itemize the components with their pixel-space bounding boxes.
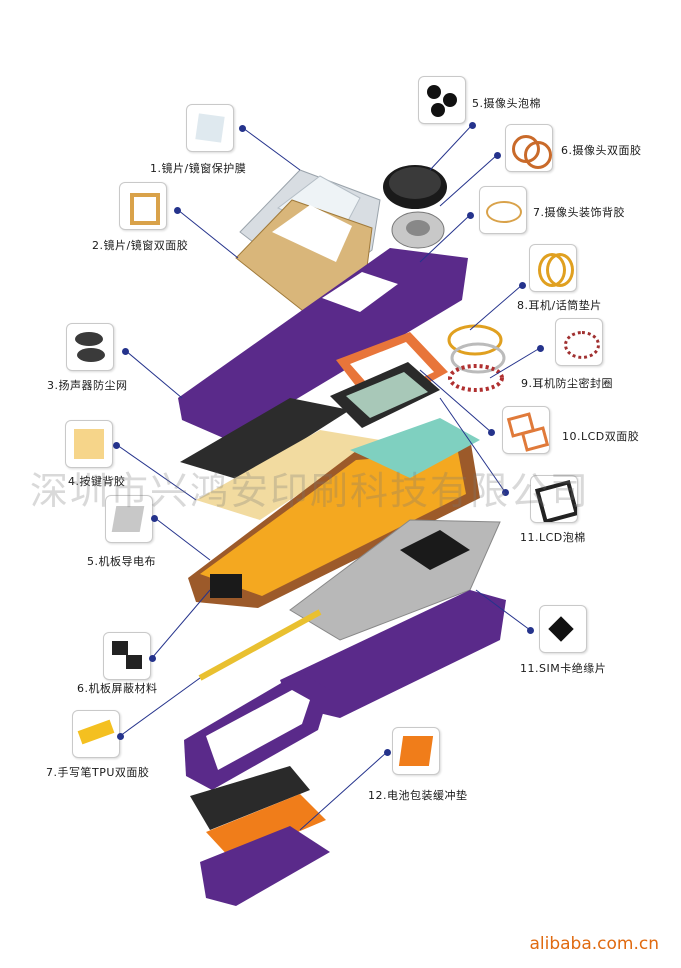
- label-shield-material: 6.机板屏蔽材料: [77, 680, 158, 696]
- connector-dot: [113, 442, 120, 449]
- lens-film-thumb: [186, 104, 234, 152]
- label-camera-foam: 5.摄像头泡棉: [472, 95, 541, 111]
- label-camera-decor: 7.摄像头装饰背胶: [533, 204, 625, 220]
- connector-dot: [494, 152, 501, 159]
- watermark-text: 深圳市兴鸿安印刷科技有限公司: [30, 460, 590, 515]
- lcd-adhesive-thumb: [502, 406, 550, 454]
- camera-foam-thumb: [418, 76, 466, 124]
- stylus-tpu-thumb: [72, 710, 120, 758]
- connector-dot: [151, 515, 158, 522]
- connector-dot: [384, 749, 391, 756]
- connector-dot: [519, 282, 526, 289]
- connector-dot: [469, 122, 476, 129]
- dust-seal-thumb: [555, 318, 603, 366]
- connector-dot: [174, 207, 181, 214]
- connector-dot: [149, 655, 156, 662]
- camera-decor-thumb: [479, 186, 527, 234]
- battery-cushion-thumb: [392, 727, 440, 775]
- label-lens-film: 1.镜片/镜窗保护膜: [150, 160, 246, 176]
- connector-dot: [467, 212, 474, 219]
- connector-dot: [122, 348, 129, 355]
- shield-material-thumb: [103, 632, 151, 680]
- label-lens-adhesive: 2.镜片/镜窗双面胶: [92, 237, 188, 253]
- label-speaker-mesh: 3.扬声器防尘网: [47, 377, 128, 393]
- connector-dot: [117, 733, 124, 740]
- connector-dot: [488, 429, 495, 436]
- label-conductive-cloth: 5.机板导电布: [87, 553, 156, 569]
- label-battery-cushion: 12.电池包装缓冲垫: [368, 787, 468, 803]
- label-ear-gasket: 8.耳机/话筒垫片: [517, 297, 602, 313]
- label-stylus-tpu: 7.手写笔TPU双面胶: [46, 764, 149, 780]
- ear-gasket-thumb: [529, 244, 577, 292]
- label-sim-insulator: 11.SIM卡绝缘片: [520, 660, 606, 676]
- site-logo-text: alibaba.com.cn: [529, 934, 659, 954]
- connector-dot: [239, 125, 246, 132]
- sim-insulator-thumb: [539, 605, 587, 653]
- label-lcd-foam: 11.LCD泡棉: [520, 529, 586, 545]
- label-camera-adhesive: 6.摄像头双面胶: [561, 142, 642, 158]
- connector-dot: [527, 627, 534, 634]
- speaker-mesh-thumb: [66, 323, 114, 371]
- connector-dot: [537, 345, 544, 352]
- camera-adhesive-thumb: [505, 124, 553, 172]
- label-dust-seal: 9.耳机防尘密封圈: [521, 375, 613, 391]
- gaskets-part: [449, 326, 504, 390]
- lens-adhesive-thumb: [119, 182, 167, 230]
- label-lcd-adhesive: 10.LCD双面胶: [562, 428, 639, 444]
